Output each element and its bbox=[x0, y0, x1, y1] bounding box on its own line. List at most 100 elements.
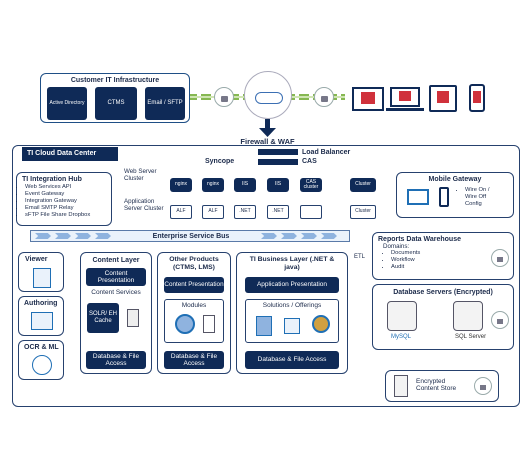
documents-icon bbox=[256, 316, 272, 336]
solr-cache-tile: SOLR/ EH Cache bbox=[87, 303, 119, 333]
authoring-icon bbox=[31, 312, 53, 330]
ocr-ml-box: OCR & ML bbox=[18, 340, 64, 380]
ctms-tile: CTMS bbox=[95, 87, 137, 120]
mobile-gateway-title: Mobile Gateway bbox=[428, 176, 482, 183]
reports-domains-label: Domains: bbox=[383, 243, 410, 250]
integration-hub-item: sFTP File Share Dropbox bbox=[25, 212, 111, 219]
app-node: ALF bbox=[202, 205, 224, 219]
mysql-label: MySQL bbox=[391, 334, 412, 340]
app-node: .NET bbox=[267, 205, 289, 219]
integration-hub-box: TI Integration Hub Web Services API Even… bbox=[16, 172, 112, 226]
monitor-icon bbox=[352, 87, 384, 111]
laptop-icon bbox=[407, 189, 429, 205]
ocr-ml-title: OCR & ML bbox=[24, 344, 59, 351]
other-db-access: Database & File Access bbox=[164, 351, 224, 369]
web-node: IIS bbox=[234, 178, 256, 192]
integration-hub-item: Web Services API bbox=[25, 184, 111, 191]
laptop-icon bbox=[390, 87, 420, 107]
database-icon bbox=[387, 301, 417, 331]
app-node: ALF bbox=[170, 205, 192, 219]
chart-icon bbox=[312, 315, 330, 333]
business-db-access: Database & File Access bbox=[245, 351, 339, 369]
reports-warehouse-box: Reports Data Warehouse Domains: Document… bbox=[372, 232, 514, 280]
lock-icon bbox=[314, 87, 334, 107]
viewer-title: Viewer bbox=[25, 256, 48, 263]
cas-bar bbox=[258, 159, 298, 165]
business-layer-title: TI Business Layer (.NET & java) bbox=[249, 256, 335, 271]
other-products-box: Other Products (CTMS, LMS) Content Prese… bbox=[157, 252, 231, 374]
web-cluster-label: Web Server Cluster bbox=[124, 168, 157, 183]
app-node: .NET bbox=[234, 205, 256, 219]
solutions-box: Solutions / Offerings bbox=[245, 299, 339, 343]
document-icon bbox=[203, 315, 215, 333]
web-node: nginx bbox=[170, 178, 192, 192]
viewer-box: Viewer bbox=[18, 252, 64, 292]
web-cluster-node: Cluster bbox=[350, 178, 376, 192]
reports-domain-item: Documents bbox=[391, 250, 513, 257]
content-db-access: Database & File Access bbox=[86, 351, 146, 369]
lock-icon bbox=[491, 249, 509, 267]
mobile-gateway-box: Mobile Gateway Wire On / Wire Off Config bbox=[396, 172, 514, 218]
app-cluster-label: Application Server Cluster bbox=[124, 198, 164, 213]
content-presentation: Content Presentation bbox=[86, 268, 146, 286]
business-layer-box: TI Business Layer (.NET & java) Applicat… bbox=[236, 252, 348, 374]
mobile-gateway-item: Wire On / bbox=[465, 187, 489, 194]
modules-box: Modules bbox=[164, 299, 224, 343]
db-servers-box: Database Servers (Encrypted) MySQL SQL S… bbox=[372, 284, 514, 350]
active-directory-tile: Active Directory bbox=[47, 87, 87, 120]
folder-icon bbox=[284, 318, 300, 334]
application-presentation: Application Presentation bbox=[245, 277, 339, 293]
content-store-box: Encrypted Content Store bbox=[385, 370, 499, 402]
web-node: IIS bbox=[267, 178, 289, 192]
web-node: CAS cluster bbox=[300, 178, 322, 192]
cas-label: CAS bbox=[302, 158, 317, 165]
integration-hub-item: Event Gateway bbox=[25, 191, 111, 198]
lock-icon bbox=[491, 311, 509, 329]
reports-title: Reports Data Warehouse bbox=[378, 236, 461, 243]
cloud-datacenter-title: TI Cloud Data Center bbox=[22, 147, 118, 161]
firewall-label: Firewall & WAF bbox=[240, 137, 295, 146]
sqlserver-label: SQL Server bbox=[455, 334, 487, 340]
server-icon bbox=[127, 309, 139, 327]
syncope-label: Syncope bbox=[205, 158, 235, 165]
authoring-title: Authoring bbox=[24, 300, 58, 307]
solutions-label: Solutions / Offerings bbox=[262, 302, 322, 309]
database-icon bbox=[453, 301, 483, 331]
viewer-icon bbox=[33, 268, 51, 288]
phone-icon bbox=[469, 84, 485, 112]
reports-domain-item: Workflow bbox=[391, 257, 513, 264]
mobile-gateway-item: Config bbox=[465, 200, 482, 207]
etl-label: ETL bbox=[354, 254, 366, 260]
lock-icon bbox=[214, 87, 234, 107]
email-sftp-tile: Email / SFTP bbox=[145, 87, 185, 120]
load-balancer-bar bbox=[258, 149, 298, 155]
enterprise-service-bus: Enterprise Service Bus bbox=[30, 230, 350, 242]
authoring-box: Authoring bbox=[18, 296, 64, 336]
integration-hub-item: Integration Gateway bbox=[25, 198, 111, 205]
integration-hub-item: Email SMTP Relay bbox=[25, 205, 111, 212]
brain-icon bbox=[32, 355, 52, 375]
lock-icon bbox=[474, 377, 492, 395]
web-node: nginx bbox=[202, 178, 224, 192]
tablet-icon bbox=[429, 85, 457, 112]
load-balancer-label: Load Balancer bbox=[302, 149, 351, 156]
esb-label: Enterprise Service Bus bbox=[152, 233, 230, 240]
reports-domain-item: Audit bbox=[391, 264, 513, 271]
laptop-base-icon bbox=[386, 108, 424, 111]
modules-label: Modules bbox=[181, 302, 207, 309]
app-cluster-node: Cluster bbox=[350, 205, 376, 219]
content-store-label: Encrypted Content Store bbox=[416, 378, 457, 393]
phone-icon bbox=[439, 187, 449, 207]
mobile-gateway-item: Wire Off bbox=[465, 193, 487, 200]
content-layer-title: Content Layer bbox=[92, 257, 140, 264]
other-products-title: Other Products (CTMS, LMS) bbox=[169, 256, 219, 271]
cloud-icon bbox=[244, 71, 292, 119]
storage-icon bbox=[394, 375, 408, 397]
customer-infra-box: Customer IT Infrastructure Active Direct… bbox=[40, 73, 190, 123]
app-node bbox=[300, 205, 322, 219]
other-content-presentation: Content Presentation bbox=[164, 277, 224, 293]
integration-hub-title: TI Integration Hub bbox=[22, 176, 82, 183]
customer-infra-title: Customer IT Infrastructure bbox=[70, 77, 160, 84]
db-servers-title: Database Servers (Encrypted) bbox=[393, 289, 493, 296]
content-services-label: Content Services bbox=[91, 289, 141, 296]
